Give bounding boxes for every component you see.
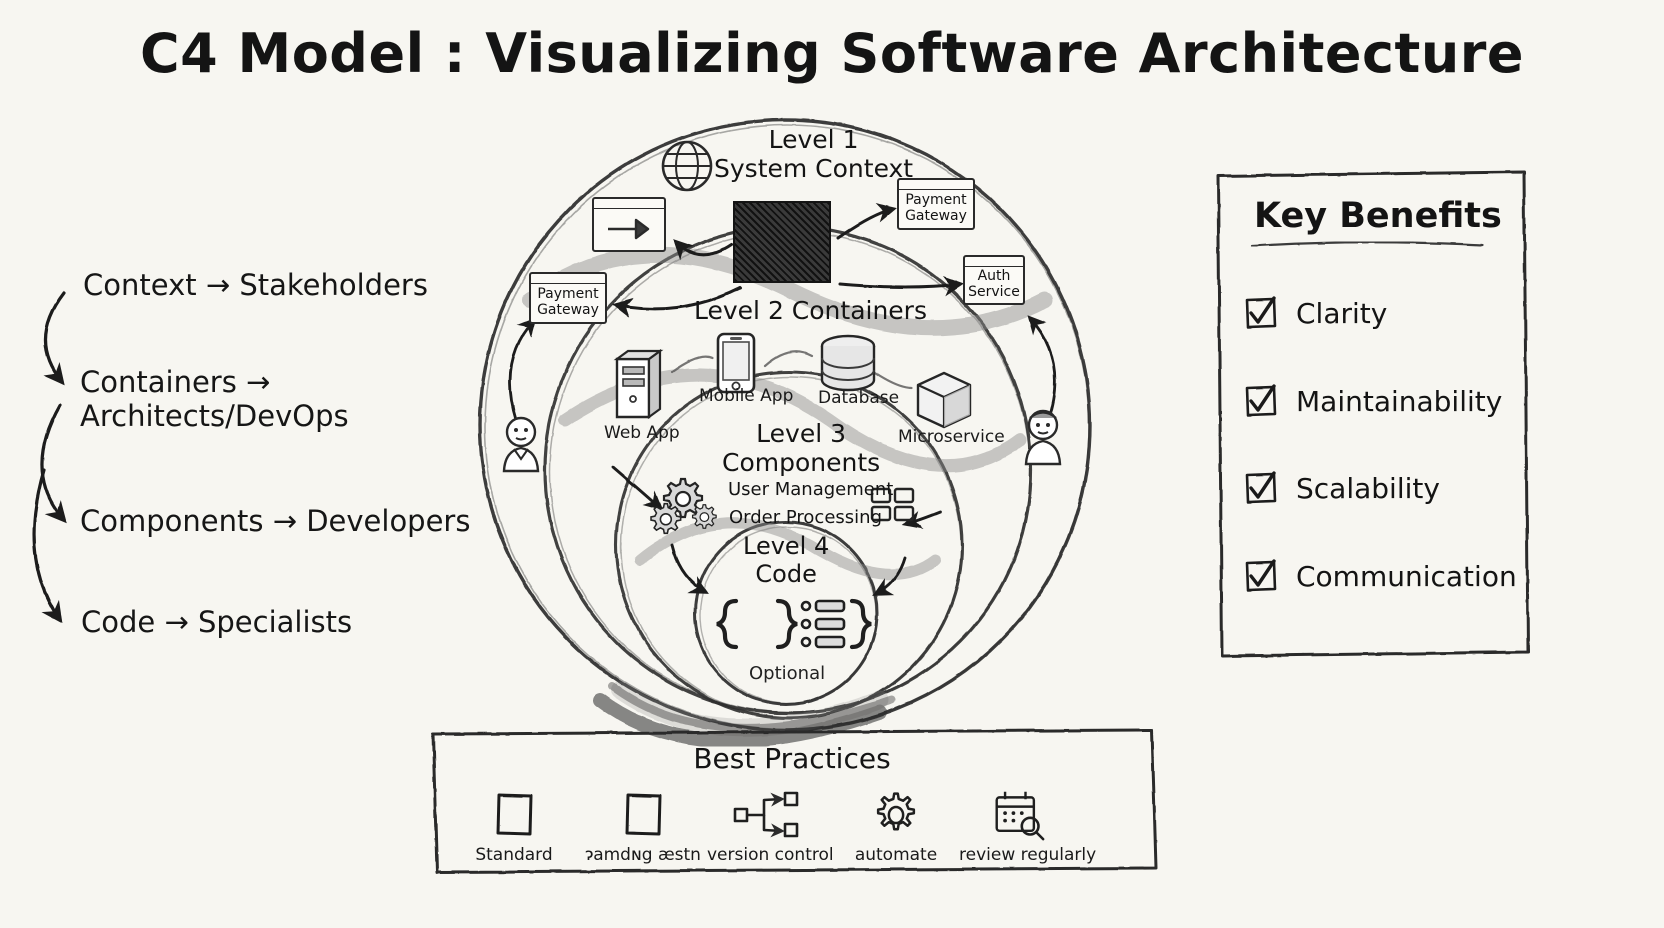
component-label-user-management: User Management — [728, 479, 894, 500]
flow-item-context: Context → Stakeholders — [83, 268, 428, 302]
benefit-row-scalability[interactable]: Scalability — [1244, 471, 1440, 505]
best-practice-label: automate — [854, 845, 938, 865]
best-practice-label: ɂamdɴg æstn — [585, 845, 701, 865]
software-system-box — [733, 201, 831, 283]
square-outline-icon — [583, 790, 703, 840]
branch-nodes-icon — [707, 790, 827, 840]
flow-item-containers: Containers → Architects/DevOps — [80, 365, 349, 434]
checkbox-checked-icon[interactable] — [1244, 296, 1278, 330]
checkbox-checked-icon[interactable] — [1244, 384, 1278, 418]
benefit-label: Scalability — [1296, 471, 1440, 505]
checkbox-checked-icon[interactable] — [1244, 471, 1278, 505]
external-system-payment-gateway-left: Payment Gateway — [529, 272, 607, 324]
benefit-row-communication[interactable]: Communication — [1244, 559, 1517, 593]
level-1-title: Level 1 System Context — [714, 125, 914, 183]
best-practice-automate[interactable]: automate — [836, 790, 956, 865]
external-system-auth-service: Auth Service — [963, 255, 1025, 305]
level-2-title: Level 2 Containers — [694, 296, 927, 325]
level-4-title: Level 4 Code — [743, 532, 830, 588]
external-system-payment-gateway: Payment Gateway — [897, 178, 975, 230]
flow-item-components: Components → Developers — [80, 504, 471, 538]
best-practices-panel: Best Practices Standard ɂamdɴg æstn — [431, 730, 1153, 870]
flow-item-code: Code → Specialists — [81, 605, 353, 639]
browser-window-arrow-icon — [592, 197, 666, 252]
benefit-label: Maintainability — [1296, 384, 1503, 418]
container-label-web-app: Web App — [604, 423, 680, 443]
benefit-row-clarity[interactable]: Clarity — [1244, 296, 1387, 330]
package-box-icon — [916, 371, 972, 429]
best-practice-standard[interactable]: Standard — [454, 790, 574, 865]
best-practice-version-control[interactable]: version control — [707, 790, 834, 865]
benefit-label: Communication — [1296, 559, 1517, 593]
square-outline-icon — [454, 790, 574, 840]
best-practice-naming[interactable]: ɂamdɴg æstn — [583, 790, 703, 865]
container-label-database: Database — [818, 388, 900, 408]
curly-braces-icon — [716, 598, 872, 650]
database-cylinder-icon — [820, 334, 876, 392]
benefit-label: Clarity — [1296, 296, 1388, 330]
person-icon — [1024, 409, 1062, 466]
key-benefits-panel: Key Benefits Clarity — [1216, 172, 1526, 656]
best-practice-label: version control — [707, 845, 834, 865]
gear-icon — [836, 790, 956, 840]
checkbox-checked-icon[interactable] — [1244, 559, 1278, 593]
best-practice-review-regularly[interactable]: review regularly — [959, 790, 1097, 865]
level-3-title: Level 3 Components — [722, 419, 881, 477]
level-4-optional-note: Optional — [749, 663, 826, 684]
gears-icon — [650, 477, 717, 535]
best-practices-title: Best Practices — [693, 742, 891, 775]
key-benefits-title: Key Benefits — [1254, 196, 1502, 236]
globe-icon — [661, 140, 713, 192]
person-icon — [502, 416, 540, 473]
server-tower-icon — [613, 348, 664, 420]
page-title: C4 Model : Visualizing Software Architec… — [139, 22, 1525, 85]
benefit-row-maintainability[interactable]: Maintainability — [1244, 384, 1502, 418]
best-practice-label: Standard — [475, 845, 553, 865]
smartphone-icon — [716, 332, 756, 394]
container-label-microservice: Microservice — [898, 427, 1005, 447]
component-label-order-processing: Order Processing — [729, 507, 882, 528]
best-practice-label: review regularly — [959, 845, 1097, 865]
calendar-search-icon — [959, 790, 1079, 841]
container-label-mobile-app: Mobile App — [699, 386, 794, 406]
right-arrow-glyph — [608, 218, 650, 240]
code-list-icon — [800, 599, 846, 649]
